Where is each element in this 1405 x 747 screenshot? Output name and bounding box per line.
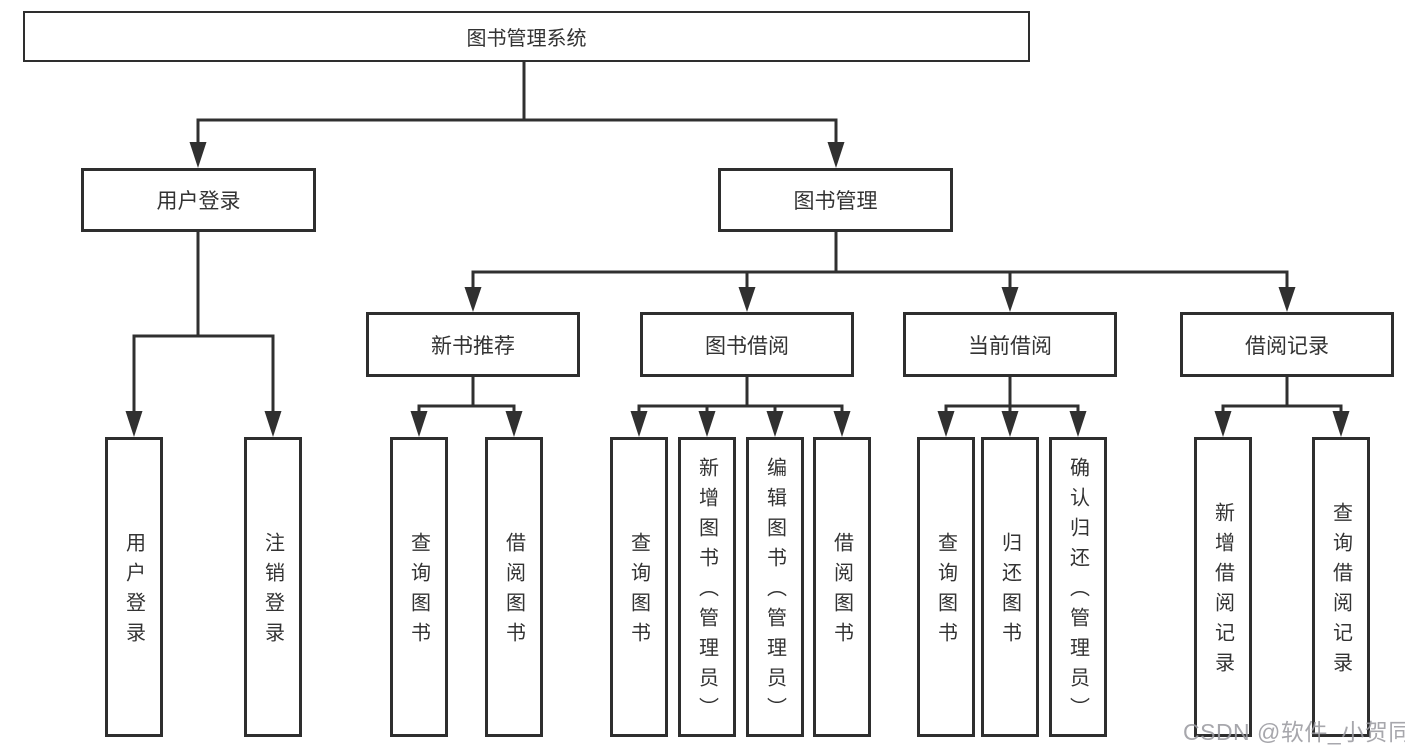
node-user-login-label: 用户登录 xyxy=(156,190,241,213)
leaf-logout-label: 注销登录 xyxy=(261,532,284,652)
leaf-confirm-return-admin: 确认归还（管理员） xyxy=(1049,437,1107,737)
csdn-watermark: CSDN @软件_小贺同学 xyxy=(1183,719,1405,745)
leaf-query-books-3: 查询图书 xyxy=(917,437,975,737)
arrow-g3-leaf4 xyxy=(833,411,851,437)
leaf-return-books-label: 归还图书 xyxy=(998,532,1021,652)
leaf-query-books-2: 查询图书 xyxy=(610,437,668,737)
arrow-to-current-borrow xyxy=(1001,287,1019,312)
leaf-add-borrow-record-label: 新增借阅记录 xyxy=(1211,502,1234,682)
connector-user-login-to-leaves xyxy=(132,232,275,412)
leaf-query-books-1: 查询图书 xyxy=(390,437,448,737)
node-library-system: 图书管理系统 xyxy=(23,11,1030,62)
node-library-system-label: 图书管理系统 xyxy=(466,28,587,50)
arrow-g5-leaf1 xyxy=(1214,411,1232,437)
node-current-borrowing: 当前借阅 xyxy=(903,312,1117,377)
connector-borrow-records-group xyxy=(1221,377,1343,412)
node-book-management-label: 图书管理 xyxy=(793,190,878,213)
arrow-g4-leaf3 xyxy=(1069,411,1087,437)
connector-root-to-level2 xyxy=(196,61,838,143)
leaf-edit-books-admin: 编辑图书（管理员） xyxy=(746,437,804,737)
arrow-to-new-book xyxy=(464,287,482,312)
leaf-add-books-admin: 新增图书（管理员） xyxy=(678,437,736,737)
arrowheads xyxy=(125,142,1350,437)
arrow-to-leaf-user-login xyxy=(125,411,143,437)
arrow-to-borrow-records xyxy=(1278,287,1296,312)
leaf-query-books-2-label: 查询图书 xyxy=(627,532,650,652)
leaf-logout: 注销登录 xyxy=(244,437,302,737)
leaf-confirm-return-admin-label: 确认归还（管理员） xyxy=(1066,457,1089,727)
leaf-edit-books-admin-label: 编辑图书（管理员） xyxy=(763,457,786,727)
connector-book-mgmt-to-level3 xyxy=(471,232,1289,288)
leaf-add-books-admin-label: 新增图书（管理员） xyxy=(695,457,718,727)
node-book-borrowing-label: 图书借阅 xyxy=(705,334,789,358)
arrow-to-user-login xyxy=(189,142,207,168)
arrow-to-leaf-logout xyxy=(264,411,282,437)
node-borrowing-records: 借阅记录 xyxy=(1180,312,1394,377)
node-book-management: 图书管理 xyxy=(718,168,953,232)
node-book-borrowing: 图书借阅 xyxy=(640,312,854,377)
leaf-return-books: 归还图书 xyxy=(981,437,1039,737)
node-borrowing-records-label: 借阅记录 xyxy=(1245,334,1329,358)
connector-new-book-group xyxy=(417,377,516,412)
node-new-book-recommend: 新书推荐 xyxy=(366,312,580,377)
arrow-g4-leaf2 xyxy=(1001,411,1019,437)
leaf-user-login: 用户登录 xyxy=(105,437,163,737)
leaf-query-books-3-label: 查询图书 xyxy=(934,532,957,652)
node-new-book-recommend-label: 新书推荐 xyxy=(431,334,515,358)
arrow-g3-leaf3 xyxy=(766,411,784,437)
leaf-borrow-books-1: 借阅图书 xyxy=(485,437,543,737)
arrow-g4-leaf1 xyxy=(937,411,955,437)
leaf-borrow-books-1-label: 借阅图书 xyxy=(502,532,525,652)
arrow-to-book-mgmt xyxy=(827,142,845,168)
leaf-add-borrow-record: 新增借阅记录 xyxy=(1194,437,1252,737)
leaf-query-borrow-record: 查询借阅记录 xyxy=(1312,437,1370,737)
arrow-g2-leaf1 xyxy=(410,411,428,437)
arrow-g3-leaf2 xyxy=(698,411,716,437)
connector-current-borrow-group xyxy=(944,377,1080,412)
leaf-borrow-books-2-label: 借阅图书 xyxy=(830,532,853,652)
arrow-g5-leaf2 xyxy=(1332,411,1350,437)
arrow-g3-leaf1 xyxy=(630,411,648,437)
leaf-query-books-1-label: 查询图书 xyxy=(407,532,430,652)
arrow-to-book-borrow xyxy=(738,287,756,312)
leaf-query-borrow-record-label: 查询借阅记录 xyxy=(1329,502,1352,682)
arrow-g2-leaf2 xyxy=(505,411,523,437)
node-current-borrowing-label: 当前借阅 xyxy=(968,334,1052,358)
node-user-login: 用户登录 xyxy=(81,168,316,232)
leaf-borrow-books-2: 借阅图书 xyxy=(813,437,871,737)
connector-book-borrow-group xyxy=(637,377,844,412)
leaf-user-login-label: 用户登录 xyxy=(122,532,145,652)
